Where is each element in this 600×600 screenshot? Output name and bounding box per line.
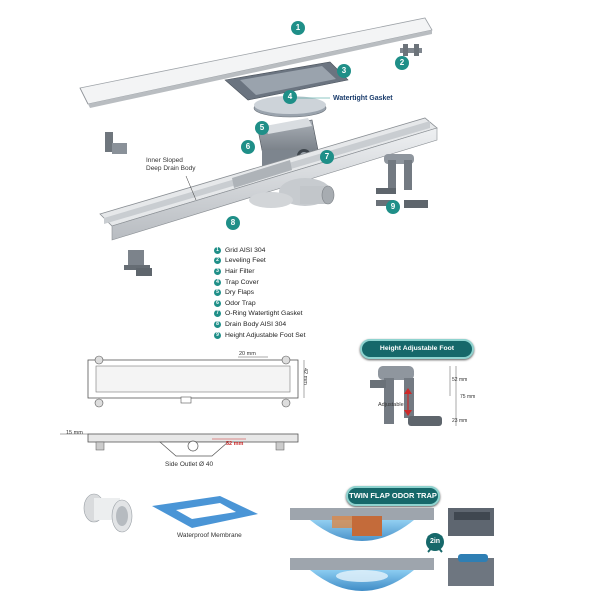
legend-number-badge: 3	[214, 267, 221, 275]
badge-8: 8	[226, 216, 240, 230]
two-in-one-badge: 2in	[426, 533, 444, 551]
leveling-feet	[400, 44, 422, 56]
leader-inner	[185, 175, 197, 201]
legend-item: 2 Leveling Feet	[214, 256, 305, 267]
legend-label: Drain Body AISI 304	[225, 320, 287, 328]
parts-legend: 1 Grid AISI 304 2 Leveling Feet 3 Hair Filter…	[214, 245, 305, 340]
legend-item: 5 Dry Flaps	[214, 287, 305, 298]
height-feet	[376, 154, 428, 208]
badge-2: 2	[395, 56, 409, 70]
legend-item: 9 Height Adjustable Foot Set	[214, 330, 305, 341]
hair-filter	[224, 61, 349, 101]
legend-number-badge: 5	[214, 289, 221, 297]
odor-trap-drawing	[290, 508, 494, 591]
dim-52: 52 mm	[226, 441, 244, 447]
badge-4: 4	[283, 90, 297, 104]
accessories-drawing	[83, 493, 258, 533]
legend-number-badge: 4	[214, 278, 221, 286]
legend-label: Hair Filter	[225, 267, 255, 275]
side-outlet-label: Side Outlet Ø 40	[165, 461, 214, 468]
legend-number-badge: 1	[214, 246, 221, 254]
drain-body	[99, 117, 438, 241]
legend-number-badge: 9	[214, 331, 221, 339]
legend-label: O-Ring Watertight Gasket	[225, 310, 303, 318]
watertight-gasket-label: Watertight Gasket	[333, 95, 393, 102]
legend-item: 6 Odor Trap	[214, 298, 305, 309]
legend-number-badge: 7	[214, 310, 221, 318]
foot-dim-75: 75 mm	[460, 394, 476, 400]
legend-item: 1 Grid AISI 304	[214, 245, 305, 256]
adjustable-label: Adjustable	[378, 402, 404, 408]
height-foot-title: Height Adjustable Foot	[360, 339, 474, 359]
legend-item: 7 O-Ring Watertight Gasket	[214, 309, 305, 320]
technical-drawing	[60, 355, 305, 457]
membrane-label: Waterproof Membrane	[177, 532, 242, 539]
legend-item: 4 Trap Cover	[214, 277, 305, 288]
legend-label: Trap Cover	[225, 278, 259, 286]
waterproof-membrane	[152, 496, 258, 528]
legend-number-badge: 6	[214, 299, 221, 307]
odor-trap	[257, 118, 319, 166]
dim-20: 20 mm	[239, 351, 256, 357]
bracket-left	[105, 132, 127, 154]
badge-6: 6	[241, 140, 255, 154]
pipe-fitting	[83, 493, 133, 533]
foot-left	[124, 250, 152, 276]
legend-label: Leveling Feet	[225, 257, 266, 265]
legend-item: 8 Drain Body AISI 304	[214, 319, 305, 330]
badge-9: 9	[386, 200, 400, 214]
badge-1: 1	[291, 21, 305, 35]
foot-dim-52: 52 mm	[452, 377, 468, 383]
legend-label: Grid AISI 304	[225, 246, 266, 254]
trap-cover	[253, 96, 327, 118]
dim-15: 15 mm	[66, 430, 83, 436]
legend-label: Height Adjustable Foot Set	[225, 331, 306, 339]
legend-number-badge: 8	[214, 320, 221, 328]
inner-sloped-label: Inner Sloped Deep Drain Body	[146, 157, 196, 172]
legend-label: Odor Trap	[225, 299, 256, 307]
height-foot-drawing	[370, 366, 457, 426]
legend-item: 3 Hair Filter	[214, 266, 305, 277]
legend-number-badge: 2	[214, 257, 221, 265]
twin-flap-title: TWIN FLAP ODOR TRAP	[346, 486, 440, 506]
badge-3: 3	[337, 64, 351, 78]
badge-5: 5	[255, 121, 269, 135]
legend-label: Dry Flaps	[225, 289, 255, 297]
foot-dim-23: 23 mm	[452, 418, 468, 424]
badge-7: 7	[320, 150, 334, 164]
dim-42: 42 mm	[302, 368, 308, 385]
